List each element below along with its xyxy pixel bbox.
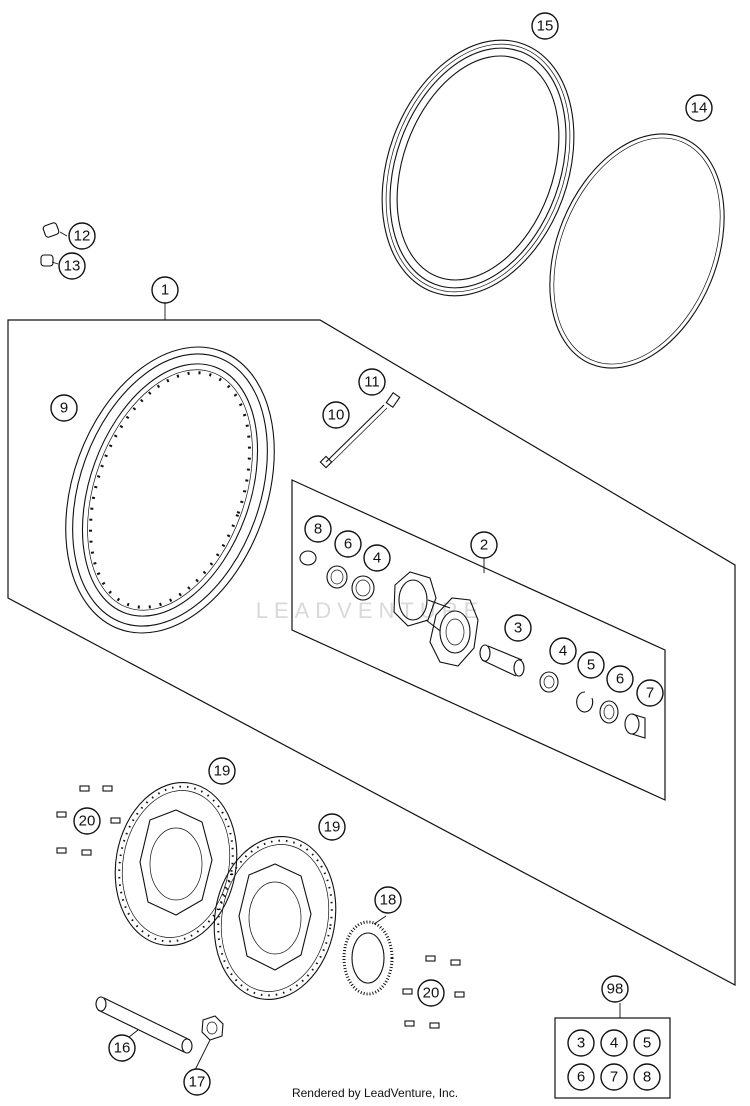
callout-5: 5 — [577, 651, 605, 679]
svg-text:6: 6 — [344, 536, 352, 553]
tyre — [381, 39, 575, 297]
svg-text:3: 3 — [577, 1035, 585, 1052]
svg-text:20: 20 — [79, 813, 96, 830]
spacer-sleeve — [479, 644, 525, 677]
rim-tape — [549, 133, 725, 369]
svg-text:1: 1 — [161, 282, 169, 299]
abs-sensor-ring — [342, 920, 394, 996]
svg-text:5: 5 — [587, 657, 595, 674]
kit-98-item-5: 5 — [633, 1029, 661, 1057]
bearing-right — [539, 671, 559, 693]
circlip — [576, 691, 594, 713]
shaft-seal-right — [599, 700, 619, 724]
callout-6-right: 6 — [606, 665, 634, 693]
svg-text:3: 3 — [514, 620, 522, 637]
svg-text:19: 19 — [214, 763, 231, 780]
callout-13: 13 — [58, 252, 86, 280]
svg-text:13: 13 — [64, 258, 81, 275]
svg-text:10: 10 — [328, 407, 345, 424]
callout-10: 10 — [322, 401, 350, 429]
callout-19-right: 19 — [318, 813, 346, 841]
svg-text:12: 12 — [74, 228, 91, 245]
svg-text:11: 11 — [364, 374, 380, 391]
svg-text:15: 15 — [537, 18, 554, 35]
svg-text:6: 6 — [577, 1069, 585, 1086]
svg-text:4: 4 — [559, 643, 567, 660]
callout-2: 2 — [470, 531, 498, 559]
callout-20-right: 20 — [417, 979, 445, 1007]
svg-text:7: 7 — [610, 1069, 618, 1086]
brake-disc-2 — [213, 836, 337, 1000]
callout-4-right: 4 — [549, 637, 577, 665]
watermark-text: LEADVENTURE — [256, 598, 485, 623]
callout-98: 98 — [601, 975, 629, 1003]
callout-4-left: 4 — [363, 544, 391, 572]
svg-text:18: 18 — [380, 892, 397, 909]
svg-text:8: 8 — [314, 521, 322, 538]
svg-text:5: 5 — [643, 1035, 651, 1052]
svg-text:20: 20 — [423, 985, 440, 1002]
spacer-left — [299, 550, 317, 566]
spoke-nipple — [385, 392, 401, 408]
callout-12: 12 — [68, 222, 96, 250]
callout-9: 9 — [50, 394, 78, 422]
shaft-seal-left — [326, 565, 348, 589]
kit-98-item-6: 6 — [567, 1063, 595, 1091]
bearing-left — [351, 575, 375, 601]
callout-17: 17 — [183, 1068, 211, 1096]
kit-98-item-3: 3 — [567, 1029, 595, 1057]
footer-credit: Rendered by LeadVenture, Inc. — [291, 1086, 459, 1100]
spacer-right — [624, 713, 646, 739]
svg-text:14: 14 — [691, 100, 708, 117]
svg-text:17: 17 — [189, 1074, 206, 1091]
valve-nut — [40, 222, 60, 267]
svg-text:9: 9 — [60, 400, 68, 417]
wheel-spindle — [95, 996, 193, 1054]
callout-6-left: 6 — [334, 530, 362, 558]
kit-98-box — [554, 1017, 671, 1099]
callout-15: 15 — [531, 12, 559, 40]
hub-group-outline — [291, 479, 666, 801]
kit-98-item-8: 8 — [633, 1063, 661, 1091]
svg-text:8: 8 — [643, 1069, 651, 1086]
kit-98-item-4: 4 — [600, 1029, 628, 1057]
callout-11: 11 — [358, 368, 386, 396]
wheel-assembly-outline — [7, 319, 736, 986]
hub — [393, 571, 479, 667]
callout-20-left: 20 — [73, 807, 101, 835]
callout-18: 18 — [374, 886, 402, 914]
svg-text:19: 19 — [324, 819, 341, 836]
brake-disc-1 — [114, 782, 238, 946]
svg-text:2: 2 — [480, 537, 488, 554]
spoke — [319, 404, 388, 469]
svg-text:4: 4 — [610, 1035, 618, 1052]
axle-nut — [201, 1015, 224, 1041]
svg-text:7: 7 — [646, 685, 654, 702]
svg-text:98: 98 — [607, 981, 624, 998]
callout-16: 16 — [108, 1034, 136, 1062]
leader-lines — [51, 231, 621, 1071]
callout-7: 7 — [636, 679, 664, 707]
svg-text:16: 16 — [114, 1040, 131, 1057]
callout-3: 3 — [504, 614, 532, 642]
kit-98-item-7: 7 — [600, 1063, 628, 1091]
callout-8: 8 — [304, 515, 332, 543]
svg-text:4: 4 — [373, 550, 381, 567]
callout-1: 1 — [151, 276, 179, 304]
svg-text:6: 6 — [616, 671, 624, 688]
disc-bolts-left — [56, 785, 121, 856]
disc-bolts-right — [402, 955, 465, 1029]
callout-19-left: 19 — [208, 757, 236, 785]
callout-14: 14 — [685, 94, 713, 122]
